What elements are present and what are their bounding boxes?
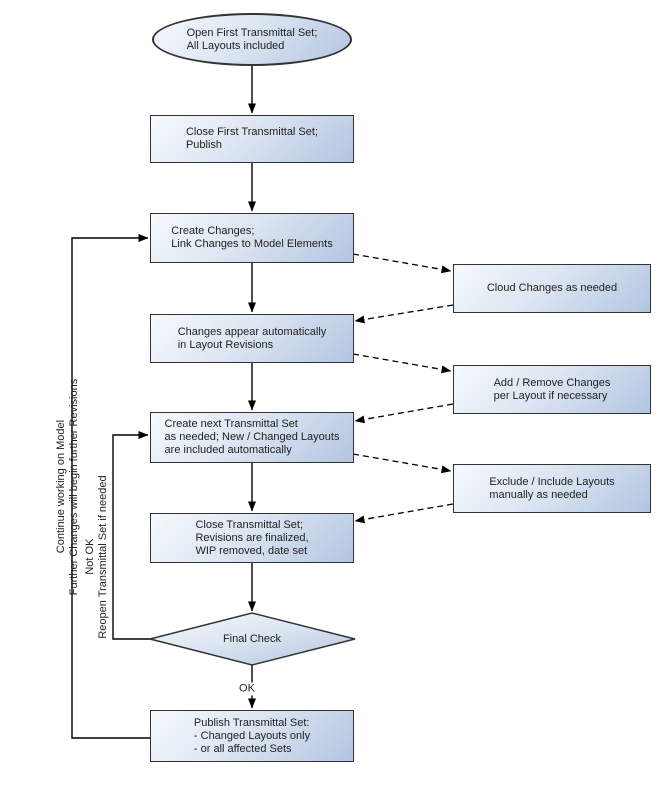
node-text-line: Open First Transmittal Set;: [186, 26, 318, 39]
node-add-remove-changes: Add / Remove Changes per Layout if neces…: [453, 365, 651, 414]
node-text-line: Link Changes to Model Elements: [171, 238, 333, 250]
node-text-line: - or all affected Sets: [193, 742, 292, 755]
connector-dashed-add-remove-to-create-next: [354, 403, 454, 424]
edge-label-not-ok-reopen: Not OK Reopen Transmittal Set if needed: [84, 475, 110, 638]
edge-label-line: Not OK: [84, 538, 96, 576]
node-text-line: Close First Transmittal Set;: [185, 126, 319, 138]
node-text-line: WIP removed, date set: [195, 544, 308, 557]
node-text-line: Final Check: [222, 632, 282, 645]
node-text-line: Create next Transmittal Set: [164, 418, 298, 430]
node-final-check-diamond: [149, 612, 356, 666]
node-text-line: Add / Remove Changes: [493, 376, 611, 389]
node-text-line: All Layouts included: [186, 39, 285, 52]
node-text-line: Cloud Changes as needed: [486, 282, 618, 294]
node-open-first-transmittal-set: Open First Transmittal Set; All Layouts …: [152, 13, 352, 66]
node-publish-transmittal-set: Publish Transmittal Set: - Changed Layou…: [150, 710, 354, 762]
node-final-check-label: Final Check: [152, 626, 352, 652]
node-exclude-include-layouts: Exclude / Include Layouts manually as ne…: [453, 464, 651, 513]
node-text-line: Publish: [185, 139, 223, 151]
node-text-line: - Changed Layouts only: [193, 729, 311, 742]
node-text-line: in Layout Revisions: [177, 338, 274, 351]
node-create-changes: Create Changes; Link Changes to Model El…: [150, 213, 354, 263]
connector-dashed-changes-appear-to-add-remove: [352, 353, 452, 374]
node-text-line: Publish Transmittal Set:: [193, 716, 310, 729]
node-close-transmittal-set: Close Transmittal Set; Revisions are fin…: [150, 513, 354, 563]
node-text-line: Changes appear automatically: [177, 325, 327, 338]
edge-label-line: Reopen Transmittal Set if needed: [97, 475, 109, 639]
connector-loop-not-ok-to-create-next: [112, 431, 150, 640]
node-text-line: are included automatically: [164, 444, 292, 456]
node-changes-appear-automatically: Changes appear automatically in Layout R…: [150, 314, 354, 363]
node-text-line: as needed; New / Changed Layouts: [164, 431, 340, 443]
connector-loop-publish-to-create-changes: [71, 234, 150, 739]
connector-dashed-create-next-to-exclude: [352, 453, 452, 474]
edge-label-continue-working: Continue working on Model Further Change…: [55, 379, 81, 595]
connector-dashed-create-changes-to-cloud: [352, 253, 452, 274]
node-text-line: Exclude / Include Layouts: [489, 475, 615, 488]
node-close-first-transmittal-set: Close First Transmittal Set; Publish: [150, 115, 354, 163]
node-create-next-transmittal-set: Create next Transmittal Set as needed; N…: [150, 412, 354, 463]
node-text-line: Close Transmittal Set;: [195, 518, 304, 531]
connector-dashed-exclude-to-close-set: [354, 503, 454, 524]
node-text-line: per Layout if necessary: [493, 389, 608, 402]
node-text-line: manually as needed: [489, 488, 588, 501]
edge-label-ok: OK: [237, 682, 257, 696]
node-text-line: Revisions are finalized,: [195, 531, 309, 544]
node-text-line: Create Changes;: [171, 225, 255, 237]
node-cloud-changes: Cloud Changes as needed: [453, 264, 651, 313]
edge-label-line: Continue working on Model: [55, 420, 67, 554]
edge-label-line: Further Changes will begin further Revis…: [68, 378, 80, 596]
connector-dashed-cloud-to-changes-appear: [354, 304, 454, 324]
